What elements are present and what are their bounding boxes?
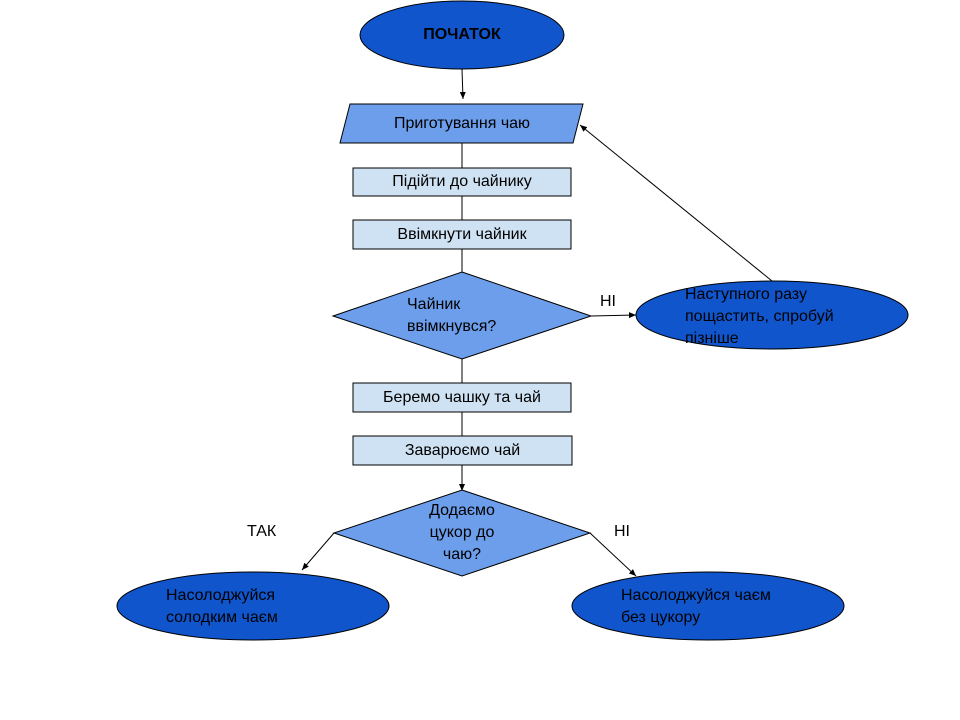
kettle-no-edge-label: НІ xyxy=(600,293,616,310)
sugar-yes-edge-label: ТАК xyxy=(247,523,277,540)
edge-decision-no-to-try-later xyxy=(590,312,637,319)
try-later-terminal-shape xyxy=(635,280,909,350)
edge-try-later-to-prepare xyxy=(579,124,773,282)
take-cup-label: Беремо чашку та чай xyxy=(383,389,541,406)
go-to-kettle-process-shape xyxy=(352,167,572,197)
sugar-no-edge-label: НІ xyxy=(614,523,630,540)
go-to-kettle-label: Підійти до чайнику xyxy=(392,173,532,190)
start-label: ПОЧАТОК xyxy=(423,26,501,43)
turn-on-kettle-label: Ввімкнути чайник xyxy=(397,226,527,243)
sugar-decision-shape xyxy=(332,489,592,577)
edge-start-to-prepare xyxy=(459,68,466,100)
edge-sugar-yes-to-sweet xyxy=(301,532,335,571)
take-cup-process-shape xyxy=(352,382,572,413)
brew-tea-process-shape xyxy=(352,435,573,466)
try-later-label: Наступного разу пощастить, спробуй пізні… xyxy=(685,286,834,347)
sugar-decision-label: Додаємо цукор до чаю? xyxy=(429,502,495,563)
kettle-on-decision-shape xyxy=(331,271,593,360)
prepare-tea-label: Приготування чаю xyxy=(393,115,531,132)
enjoy-sweet-label: Насолоджуйся солодким чаєм xyxy=(166,587,278,626)
prepare-tea-io-shape xyxy=(339,103,584,144)
enjoy-no-sugar-label: Насолоджуйся чаєм без цукору xyxy=(621,587,771,626)
edge-sugar-no-to-no-sugar xyxy=(589,532,637,577)
turn-on-kettle-process-shape xyxy=(352,219,572,250)
start-terminal-shape xyxy=(359,0,565,70)
brew-tea-label: Заварюємо чай xyxy=(404,442,521,459)
enjoy-sweet-terminal-shape xyxy=(116,571,390,641)
kettle-on-decision-label: Чайник ввімкнувся? xyxy=(407,296,497,335)
enjoy-no-sugar-terminal-shape xyxy=(571,571,845,641)
